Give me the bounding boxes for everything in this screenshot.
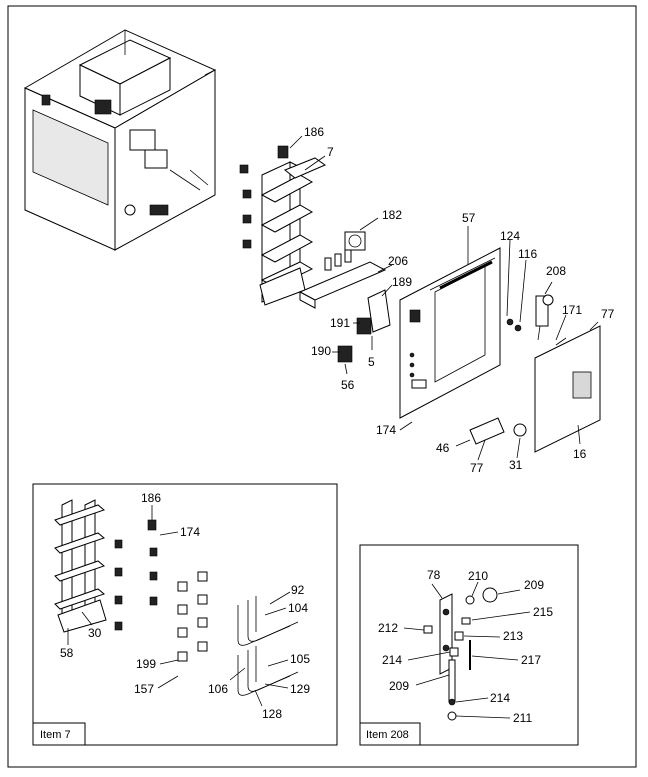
callout: 213 — [503, 629, 523, 643]
callout: 215 — [533, 605, 553, 619]
part-124 — [506, 318, 514, 326]
callout: 46 — [436, 441, 450, 455]
callout: 206 — [388, 254, 408, 268]
callout: 189 — [392, 275, 412, 289]
item7-caption: Item 7 — [40, 729, 71, 741]
callout: 209 — [389, 679, 409, 693]
callout: 77 — [601, 307, 615, 321]
callout: 77 — [470, 461, 484, 475]
callout: 78 — [427, 568, 441, 582]
cabinet-illustration — [23, 29, 217, 251]
callout: 58 — [60, 646, 74, 660]
panel-77 — [534, 325, 601, 453]
callout: 116 — [518, 247, 537, 261]
callout: 217 — [521, 653, 541, 667]
callout: 124 — [500, 229, 520, 243]
callout: 31 — [509, 458, 523, 472]
callout: 191 — [330, 316, 350, 330]
knob-31 — [513, 423, 527, 437]
callout: 210 — [468, 569, 488, 583]
outer-frame — [7, 5, 637, 768]
callout: 30 — [88, 626, 102, 640]
callout: 182 — [382, 208, 402, 222]
callout: 214 — [490, 691, 510, 705]
assembly-208-main — [535, 294, 554, 341]
callout: 129 — [290, 682, 310, 696]
callout: 214 — [382, 653, 402, 667]
panel-57 — [399, 247, 501, 419]
callout: 157 — [134, 682, 154, 696]
callout: 211 — [513, 711, 532, 725]
callout: 16 — [573, 447, 587, 461]
item7-panel: Item 7 — [32, 483, 338, 746]
callout: 208 — [546, 264, 566, 278]
callout: 171 — [562, 303, 582, 317]
callout: 128 — [262, 707, 282, 721]
item208-leader-lines — [403, 581, 531, 719]
part-116 — [514, 324, 522, 332]
bracket-assembly-main — [239, 145, 327, 306]
item208-panel: Item 208 — [359, 544, 579, 746]
callout: 186 — [141, 491, 161, 505]
callout: 7 — [327, 145, 334, 159]
callout: 199 — [136, 657, 156, 671]
callout: 104 — [288, 601, 308, 615]
item208-callouts: 78 210 209 215 212 213 214 217 209 214 2… — [378, 568, 553, 725]
item7-callouts: 186 174 30 58 92 104 105 199 157 106 129… — [60, 491, 310, 721]
callout: 105 — [290, 652, 310, 666]
component-cluster — [298, 231, 391, 363]
item7-leader-lines — [67, 505, 291, 707]
main-leader-lines — [289, 135, 599, 461]
callout: 212 — [378, 621, 398, 635]
callout: 190 — [311, 344, 331, 358]
callout: 92 — [291, 583, 305, 597]
callout: 174 — [376, 423, 396, 437]
callout: 57 — [462, 211, 476, 225]
main-callouts: 186 7 182 57 124 116 208 206 189 171 77 … — [304, 125, 615, 475]
callout: 186 — [304, 125, 324, 139]
callout: 5 — [368, 355, 375, 369]
callout: 106 — [208, 682, 228, 696]
plate-46 — [469, 417, 505, 445]
callout: 56 — [341, 378, 355, 392]
callout: 209 — [524, 578, 544, 592]
callout: 174 — [180, 525, 200, 539]
item208-caption: Item 208 — [366, 729, 409, 741]
